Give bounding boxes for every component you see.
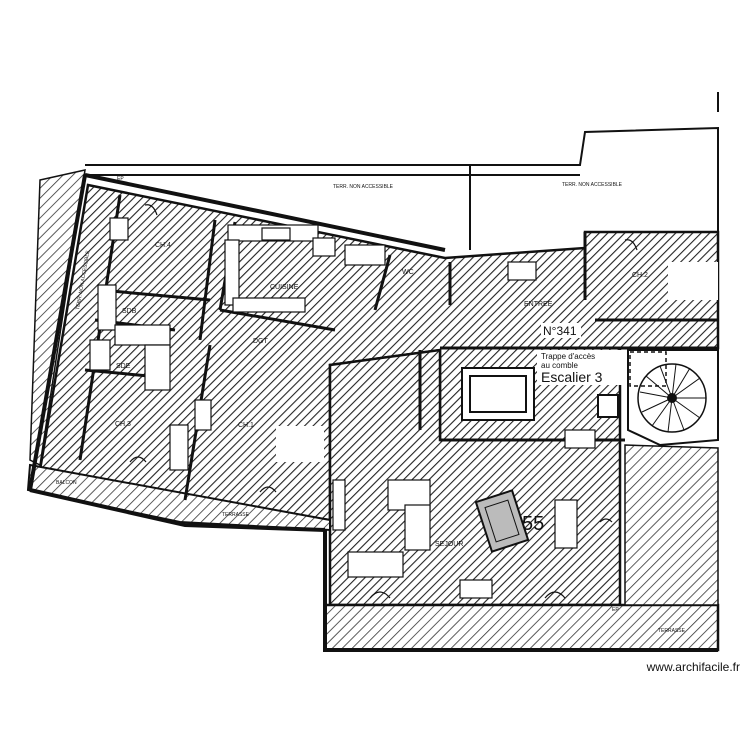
room-label-sde: SDE: [116, 363, 131, 370]
door-swings: [129, 204, 638, 599]
staircase: [627, 349, 719, 447]
label-terrace-right: TERR. NON ACCESSIBLE: [562, 182, 623, 188]
trappe-bg: [537, 350, 625, 385]
exterior-walls: [28, 173, 718, 652]
coffee-table: [474, 489, 530, 553]
label-terrasse-right: TERRASSE: [658, 628, 686, 634]
room-label-ch4: CH.4: [155, 242, 171, 249]
room-label-ch1: CH.1: [238, 422, 254, 429]
watermark: www.archifacile.fr: [646, 660, 740, 674]
label-balcon: BALCON: [56, 480, 77, 486]
label-terrasse-left: TERRASSE: [222, 512, 250, 518]
label-ep-bottom: EP: [612, 607, 619, 613]
bathroom-fixtures: [89, 217, 212, 471]
room-label-ch3: CH.3: [115, 421, 131, 428]
room-label-cuisine: CUISINE: [270, 284, 299, 291]
room-label-sejour: SEJOUR: [435, 541, 463, 548]
room-label-dgt: DGT: [253, 338, 269, 345]
trappe-line1: Trappe d'accès: [541, 352, 595, 361]
room-label-entree: ENTREE: [524, 301, 553, 308]
trappe-line2: au comble: [541, 361, 578, 370]
room-label-ch2: CH.2: [632, 272, 648, 279]
label-ep-top: EP: [117, 176, 124, 182]
label-terrace-left: TERR. NON ACCESSIBLE: [333, 184, 394, 190]
kitchen-counters: [224, 224, 386, 313]
apartment-number: N°341: [543, 324, 577, 338]
room-label-wc: WC: [402, 269, 414, 276]
escalier-label: Escalier 3: [541, 369, 603, 385]
elevator-shaft: [461, 367, 619, 421]
living-furniture: [276, 261, 718, 599]
apartment-number-bg: [541, 323, 581, 338]
roof-terrace-outline: [85, 92, 719, 250]
room-label-sdb: SDB: [122, 308, 137, 315]
area-number: 55: [522, 513, 544, 535]
